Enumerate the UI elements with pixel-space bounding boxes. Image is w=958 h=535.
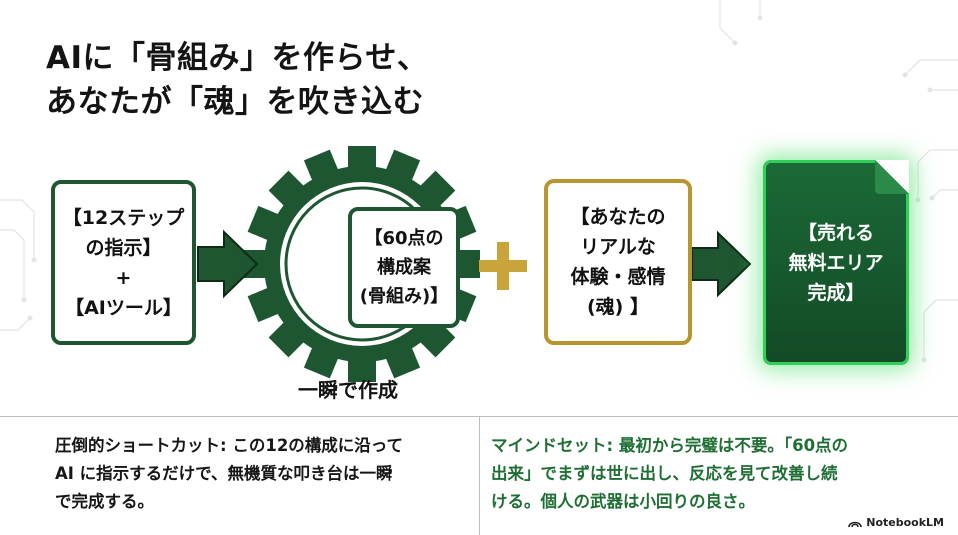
human-line-3: 体験・感情 bbox=[570, 266, 666, 288]
result-line-1: 【売れる bbox=[797, 221, 874, 244]
shortcut-note-line-3: で完成する。 bbox=[55, 492, 154, 511]
input-line-2: の指示】 bbox=[85, 236, 162, 259]
result-line-3: 完成】 bbox=[807, 281, 865, 304]
draft-line-2: 構成案 bbox=[376, 257, 431, 278]
input-line-1: 【12ステップ bbox=[62, 206, 185, 229]
mindset-note-line-1: マインドセット: 最初から完璧は不要。「60点の bbox=[491, 436, 849, 455]
human-line-4: (魂) 】 bbox=[587, 296, 649, 318]
mindset-note: マインドセット: 最初から完璧は不要。「60点の 出来」でまずは世に出し、反応を… bbox=[491, 432, 911, 516]
human-line-2: リアルな bbox=[580, 236, 656, 258]
result-document: 【売れる 無料エリア 完成】 bbox=[763, 160, 909, 365]
input-line-4: 【AIツール】 bbox=[65, 296, 182, 319]
arrow-right-icon bbox=[197, 229, 259, 299]
mindset-note-line-3: ける。個人の武器は小回りの良さ。 bbox=[491, 492, 755, 511]
human-line-1: 【あなたの bbox=[570, 206, 666, 228]
shortcut-note-line-2: AI に指示するだけで、無機質な叩き台は一瞬 bbox=[55, 464, 393, 483]
gear-caption: 一瞬で作成 bbox=[298, 378, 398, 402]
vertical-divider bbox=[479, 417, 480, 535]
input-box: 【12ステップ の指示】 + 【AIツール】 bbox=[51, 180, 196, 345]
draft-line-3: (骨組み)】 bbox=[359, 286, 449, 307]
shortcut-note: 圧倒的ショートカット: この12の構成に沿って AI に指示するだけで、無機質な… bbox=[55, 432, 475, 516]
draft-box: 【60点の 構成案 (骨組み)】 bbox=[348, 207, 460, 328]
shortcut-note-line-1: 圧倒的ショートカット: この12の構成に沿って bbox=[55, 436, 403, 455]
plus-icon bbox=[479, 242, 527, 290]
horizontal-divider bbox=[0, 416, 958, 417]
page-fold-icon bbox=[875, 160, 909, 194]
page-title: AIに「骨組み」を作らせ、 あなたが「魂」を吹き込む bbox=[46, 36, 428, 124]
brand-label: NotebookLM bbox=[866, 516, 944, 529]
draft-line-1: 【60点の bbox=[364, 228, 444, 249]
human-input-box: 【あなたの リアルな 体験・感情 (魂) 】 bbox=[544, 179, 692, 345]
result-line-2: 無料エリア bbox=[788, 251, 884, 274]
notebooklm-logo-icon bbox=[848, 521, 863, 527]
title-line-2: あなたが「魂」を吹き込む bbox=[46, 84, 424, 120]
brand-watermark: NotebookLM bbox=[848, 516, 944, 529]
input-line-3: + bbox=[115, 266, 132, 289]
title-line-1: AIに「骨組み」を作らせ、 bbox=[46, 40, 429, 76]
mindset-note-line-2: 出来」でまずは世に出し、反応を見て改善し続 bbox=[491, 464, 838, 483]
arrow-right-icon bbox=[691, 230, 752, 298]
